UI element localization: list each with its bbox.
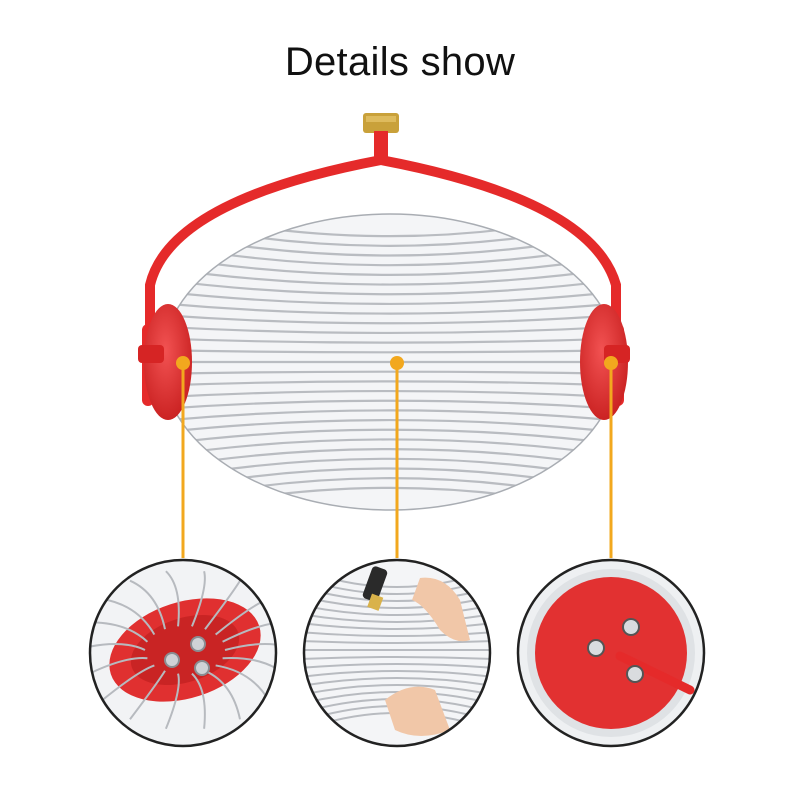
wire-line [129,670,166,720]
wire-line [162,302,618,315]
wire-line [165,570,180,627]
wire-line [162,290,618,306]
wire-line [162,409,618,422]
wire-line [304,604,490,616]
wire-line [162,428,618,446]
wire-line [162,313,618,325]
callout-dots [176,356,618,370]
wire-line [162,399,618,411]
wire-line [222,656,276,679]
wire-line [304,684,490,696]
wire-line [162,278,618,296]
detail-circle-end-cap-wires [88,558,278,748]
wire-line [304,656,490,660]
wire-line [204,580,241,630]
wire-line [162,349,618,354]
wire-line [304,663,490,669]
wire-line [304,670,490,678]
wire-line [162,370,618,375]
wire-line [162,380,618,387]
callout-leaders [181,363,613,558]
detail-circle-hands-wires [302,558,492,748]
wire-line [162,255,618,276]
wire-line [304,640,490,644]
wire-line [162,337,618,344]
wire-line [224,643,276,651]
wire-line [222,621,276,643]
wire-line [304,595,490,609]
wire-line [129,579,166,630]
wire-line [304,613,490,623]
wire-line [90,656,148,679]
wire-line [304,691,490,705]
handle-tip [363,113,399,161]
page-title: Details show [284,40,516,84]
wire-line [162,389,618,399]
wire-line [162,438,618,458]
wire-line [162,325,618,335]
wire-line [204,669,241,720]
wire-line [100,664,155,703]
wire-line [191,570,206,627]
wire-line [162,418,618,434]
wire-line [304,622,490,630]
wire-line [162,266,618,286]
wire-line [304,631,490,637]
wire-line [191,672,206,729]
wire-cage [161,213,619,511]
end-caps [138,304,630,420]
detail-circle-end-cap-bolts [516,558,706,748]
wire-line [164,673,180,730]
wire-line [90,643,146,651]
wire-line [162,448,618,469]
wire-line [90,621,149,643]
wire-line [304,677,490,687]
